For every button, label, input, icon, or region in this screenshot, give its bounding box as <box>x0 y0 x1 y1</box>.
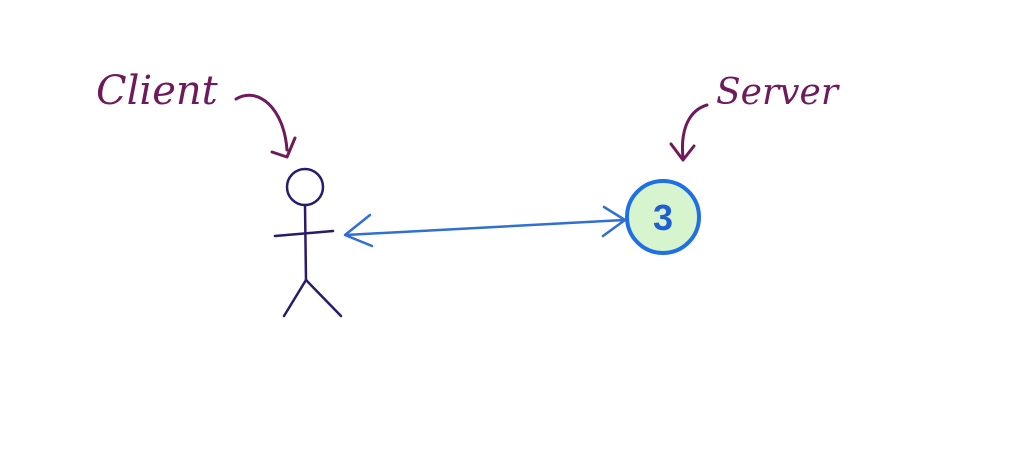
server-node-circle <box>625 179 701 255</box>
stick-figure-head <box>285 167 325 207</box>
stick-figure-body <box>303 203 308 282</box>
stick-figure-arms <box>273 229 335 238</box>
client-pointer-arrow <box>234 93 297 159</box>
stick-figure-right-leg <box>304 278 343 318</box>
client-label: Client <box>96 68 219 114</box>
arrowhead-left <box>343 213 374 248</box>
server-pointer-arrow <box>669 103 709 162</box>
server-node-label: 3 <box>653 197 673 238</box>
stick-figure-left-leg <box>282 278 308 318</box>
server-label: Server <box>716 72 840 113</box>
arrowhead-right <box>601 205 627 238</box>
connection-arrow <box>343 205 627 248</box>
server-node: 3 <box>625 179 701 255</box>
client-stick-figure <box>273 167 343 318</box>
